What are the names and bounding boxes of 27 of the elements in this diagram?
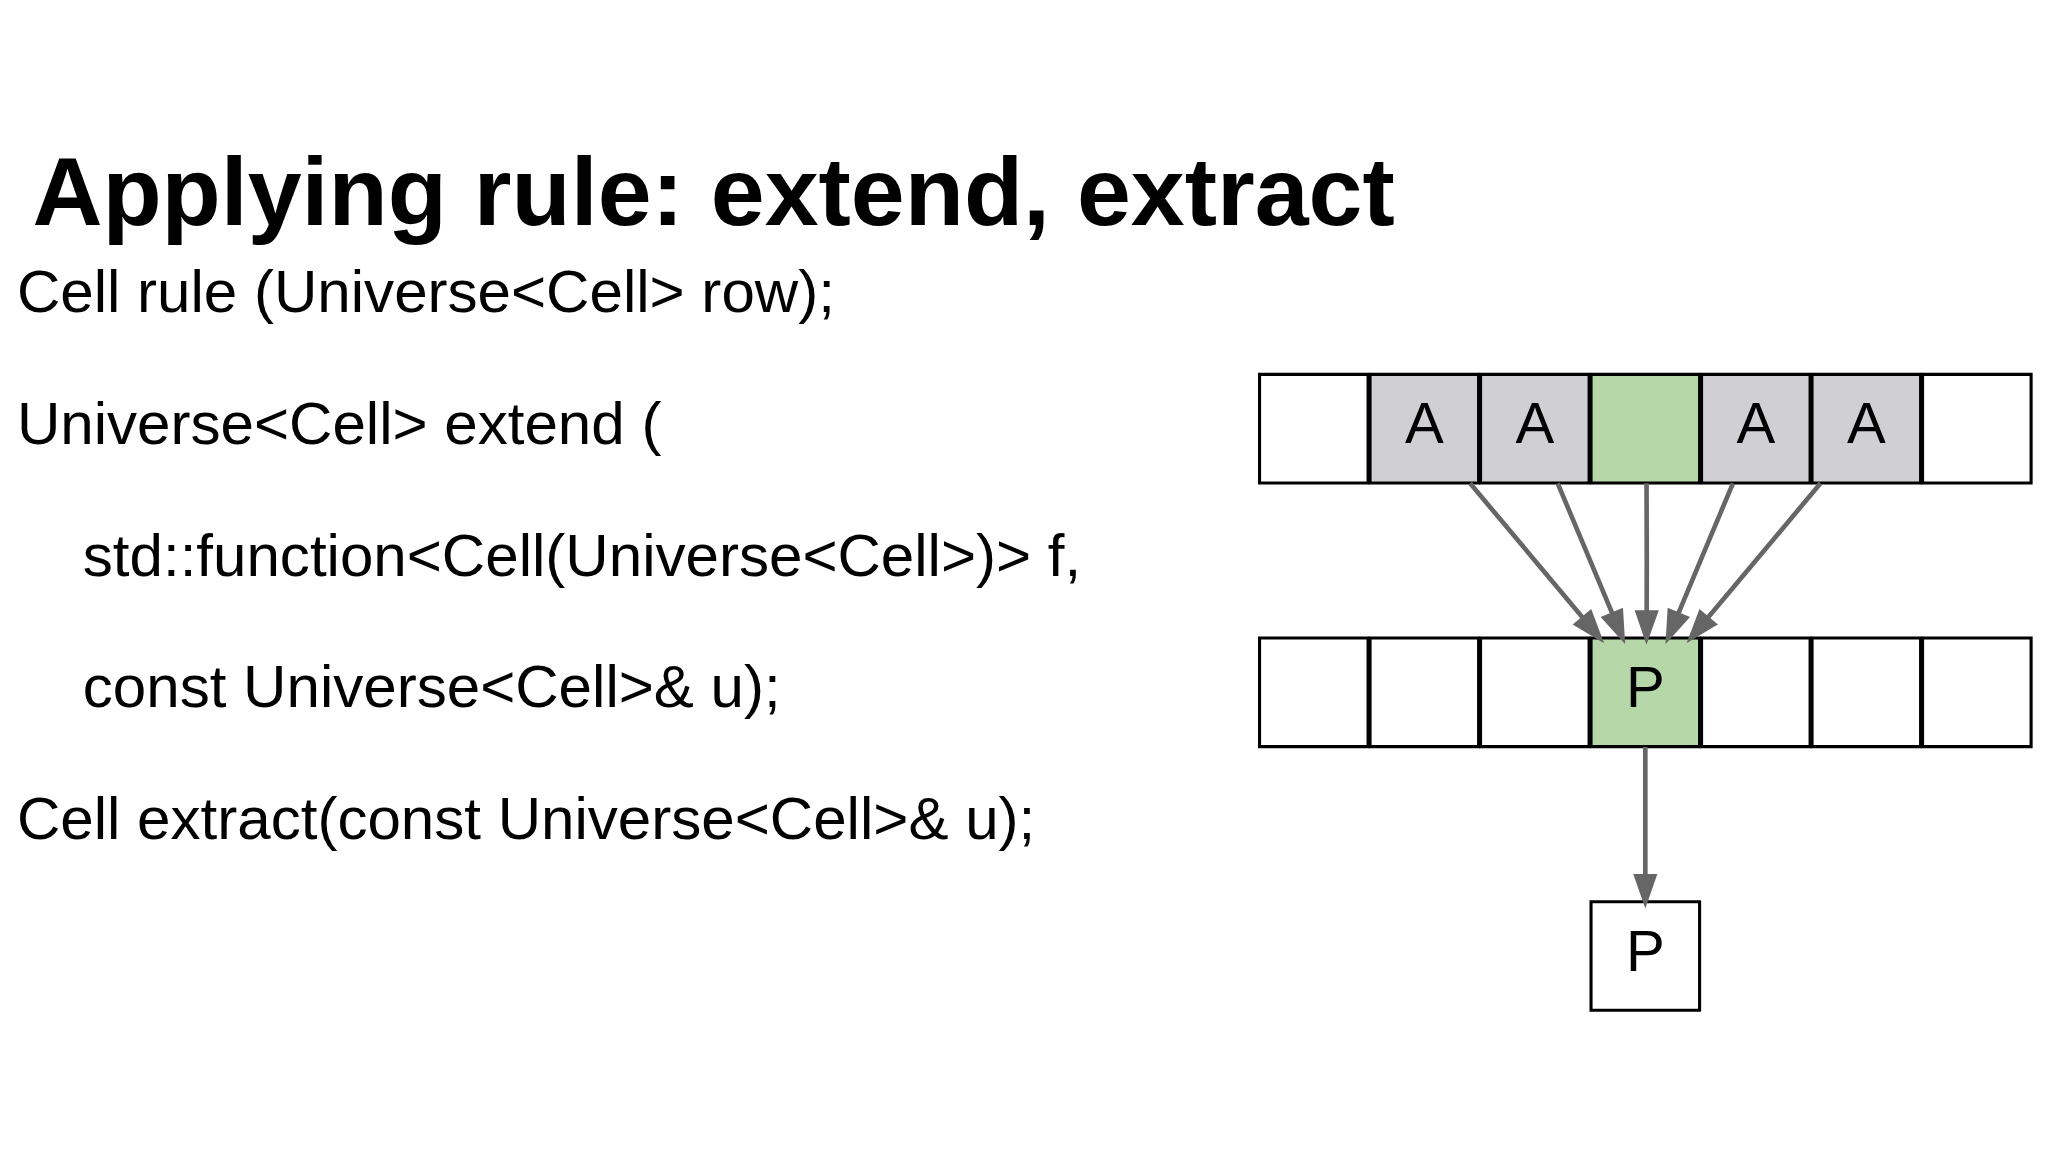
diagram-title: Applying rule: extend, extract: [32, 137, 1395, 247]
node-box: P: [1589, 900, 1702, 1012]
label: Universe<Cell> extend (: [16, 389, 662, 457]
arrow: [1634, 483, 1659, 645]
arrow: [1468, 481, 1605, 644]
label: Cell rule (Universe<Cell> row);: [16, 257, 835, 325]
node-box: [1921, 372, 2033, 485]
node-box: [1810, 636, 1923, 749]
node-box: [1921, 636, 2033, 749]
arrow: [1665, 482, 1736, 645]
node-box: A: [1700, 372, 1812, 485]
label: std::function<Cell(Universe<Cell>)> f,: [82, 521, 1082, 589]
node-box: [1479, 636, 1591, 749]
node-box: [1700, 636, 1812, 749]
node-box: [1258, 372, 1370, 485]
node-box: A: [1479, 372, 1591, 485]
node-box: A: [1368, 372, 1481, 485]
arrow: [1686, 481, 1823, 644]
node-box: [1589, 372, 1702, 485]
node-box: [1368, 636, 1481, 749]
node-box: P: [1589, 636, 1702, 749]
label: Cell extract(const Universe<Cell>& u);: [16, 785, 1036, 853]
arrow: [1555, 482, 1626, 645]
node-box: A: [1810, 372, 1923, 485]
label: const Universe<Cell>& u);: [82, 653, 781, 721]
arrow: [1633, 746, 1658, 909]
node-box: [1258, 636, 1370, 749]
